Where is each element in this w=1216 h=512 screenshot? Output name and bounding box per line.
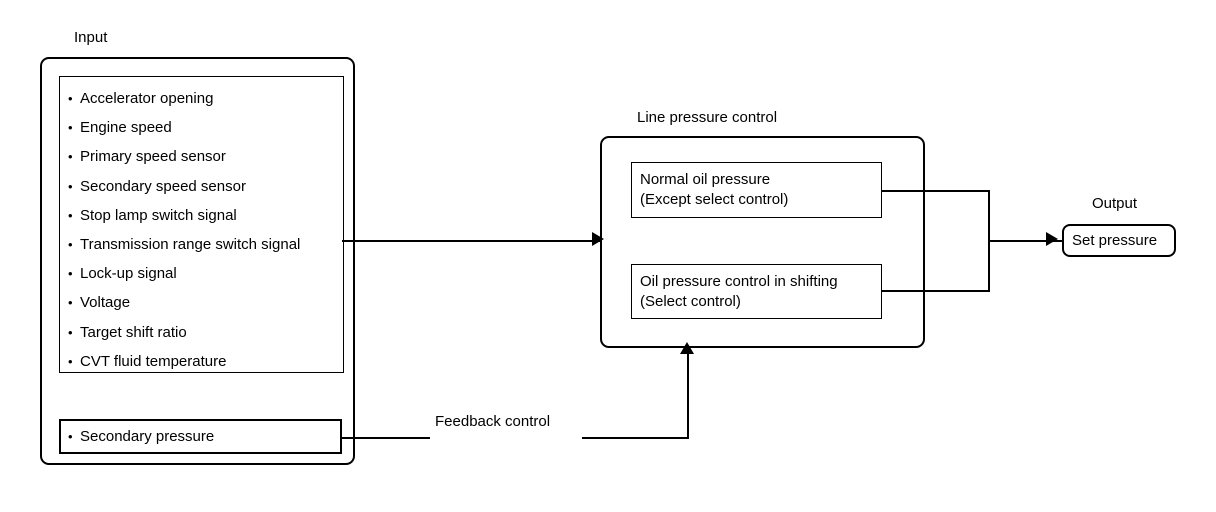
oil-pressure-shifting-line1: Oil pressure control in shifting: [640, 273, 838, 290]
list-item: Lock-up signal: [68, 259, 338, 288]
list-item: Primary speed sensor: [68, 142, 338, 171]
arrowhead-feedback: [680, 342, 694, 354]
output-section-label: Output: [1092, 195, 1138, 212]
oil-pressure-shifting-label: Oil pressure control in shifting (Select …: [640, 272, 838, 312]
list-item: Transmission range switch signal: [68, 230, 338, 259]
list-item: Target shift ratio: [68, 318, 338, 347]
input-section-label: Input: [74, 29, 108, 46]
list-item: Accelerator opening: [68, 84, 338, 113]
wire-input-to-control: [342, 240, 600, 242]
set-pressure-label: Set pressure: [1072, 232, 1158, 249]
list-item: Voltage: [68, 288, 338, 317]
normal-oil-pressure-label: Normal oil pressure (Except select contro…: [640, 170, 788, 210]
wire-shifting-to-bus: [882, 290, 990, 292]
list-item: CVT fluid temperature: [68, 347, 338, 376]
set-pressure-box: [1062, 224, 1176, 257]
line-pressure-control-label: Line pressure control: [637, 109, 778, 126]
normal-oil-pressure-box: [631, 162, 882, 218]
list-item: Stop lamp switch signal: [68, 201, 338, 230]
secondary-pressure-box: [59, 419, 342, 454]
wire-normal-to-bus: [882, 190, 990, 192]
list-item: Secondary speed sensor: [68, 172, 338, 201]
list-item: Engine speed: [68, 113, 338, 142]
wire-bus-to-output: [988, 240, 1062, 242]
arrowhead-input-to-control: [592, 232, 604, 246]
secondary-pressure-label: Secondary pressure: [68, 427, 214, 447]
oil-pressure-shifting-line2: (Select control): [640, 293, 741, 310]
feedback-label-backdrop: [430, 426, 582, 450]
oil-pressure-shifting-box: [631, 264, 882, 319]
normal-oil-pressure-line2: (Except select control): [640, 191, 789, 208]
arrowhead-to-output: [1046, 232, 1058, 246]
input-group-box: [40, 57, 355, 465]
input-signal-list: Accelerator opening Engine speed Primary…: [68, 84, 338, 376]
feedback-control-label: Feedback control: [435, 413, 551, 430]
normal-oil-pressure-line1: Normal oil pressure: [640, 171, 771, 188]
wire-feedback-vertical: [687, 352, 689, 438]
